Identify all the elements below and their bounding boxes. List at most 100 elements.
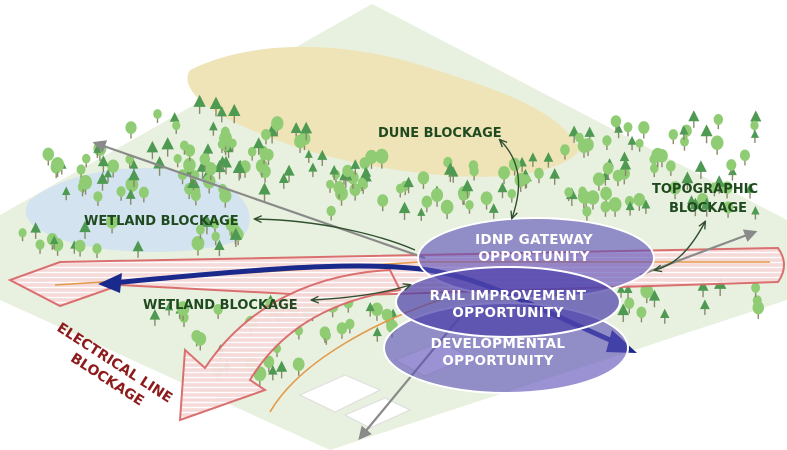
tree <box>173 154 182 164</box>
tree-trunk <box>107 176 109 183</box>
tree <box>179 140 189 151</box>
tree <box>164 301 174 311</box>
tree-trunk <box>376 312 378 321</box>
tree <box>18 228 27 238</box>
tree-trunk <box>525 181 528 189</box>
tree-trunk <box>573 135 575 143</box>
tree <box>345 318 355 330</box>
tree <box>560 144 570 156</box>
tree <box>219 188 232 203</box>
tree <box>149 309 161 320</box>
tree-trunk <box>382 203 384 212</box>
tree-trunk <box>265 137 267 145</box>
tree <box>202 143 214 154</box>
tree <box>176 301 190 316</box>
tree <box>200 214 214 227</box>
tree <box>640 283 654 299</box>
tree-trunk <box>617 131 620 139</box>
tree-trunk <box>586 214 588 221</box>
tree-trunk <box>624 168 627 176</box>
tree-trunk <box>168 309 170 316</box>
tree-trunk <box>338 191 340 199</box>
tree-trunk <box>754 290 757 297</box>
tree <box>700 197 713 210</box>
tree-trunk <box>449 173 452 183</box>
tree <box>42 147 55 161</box>
tree-trunk <box>55 170 57 179</box>
rail-improvement-line1: RAIL IMPROVEMENT <box>430 288 587 304</box>
tree-trunk <box>343 178 345 185</box>
tree-trunk <box>308 156 310 163</box>
tree-trunk <box>349 326 351 334</box>
tree-trunk <box>215 108 217 117</box>
tree-trunk <box>175 127 177 134</box>
tree-trunk <box>303 142 306 151</box>
tree-trunk <box>473 173 475 181</box>
tree-trunk <box>705 135 708 144</box>
tree <box>292 357 305 372</box>
tree <box>193 94 206 107</box>
tree <box>372 326 382 337</box>
tree-trunk <box>754 213 757 220</box>
tree-trunk <box>81 189 84 197</box>
tree-trunk <box>329 186 331 193</box>
tree <box>258 182 271 195</box>
tree <box>602 162 614 175</box>
tree-trunk <box>627 129 629 137</box>
tree-trunk <box>466 190 469 199</box>
tree <box>116 186 126 197</box>
tree <box>187 175 200 188</box>
tree-trunk <box>446 210 448 220</box>
tree-trunk <box>547 160 550 168</box>
tree-trunk <box>369 310 371 317</box>
tree-trunk <box>268 365 270 373</box>
tree <box>308 162 318 172</box>
tree <box>350 159 361 169</box>
tree <box>398 201 411 214</box>
tree <box>700 299 710 310</box>
tree-trunk <box>215 238 217 246</box>
tree-trunk <box>341 331 343 339</box>
tree <box>480 191 493 205</box>
tree-trunk <box>197 247 199 256</box>
tree-trunk <box>143 195 145 203</box>
tree-trunk <box>214 226 216 233</box>
tree <box>627 135 637 145</box>
tree <box>214 239 225 251</box>
tree-trunk <box>85 161 87 168</box>
tree-trunk <box>156 116 159 123</box>
tree-trunk <box>731 174 734 181</box>
tree-trunk <box>674 191 676 200</box>
tree <box>103 169 113 178</box>
developmental-line1: DEVELOPMENTAL <box>431 336 566 352</box>
tree <box>217 139 227 150</box>
tree-trunk <box>607 171 609 179</box>
tree-trunk <box>238 172 240 181</box>
tree-trunk <box>239 170 242 179</box>
tree-trunk <box>653 299 656 308</box>
tree-trunk <box>56 168 59 177</box>
tree-trunk <box>271 135 273 144</box>
tree <box>326 179 335 189</box>
tree-trunk <box>221 146 223 153</box>
tree-trunk <box>683 144 686 151</box>
tree-trunk <box>96 251 98 259</box>
tree-trunk <box>670 168 672 176</box>
tree-trunk <box>604 209 607 217</box>
tree-trunk <box>702 289 704 298</box>
tree-trunk <box>251 154 253 161</box>
tree <box>190 189 201 202</box>
tree <box>669 181 681 195</box>
tree <box>329 164 339 175</box>
tree-trunk <box>195 198 197 206</box>
tree-trunk <box>638 145 641 152</box>
tree-trunk <box>592 201 594 210</box>
tree <box>600 186 612 201</box>
dune-blockage-label: DUNE BLOCKAGE <box>378 126 502 141</box>
tree-trunk <box>99 152 101 161</box>
tree-trunk <box>345 179 347 188</box>
tree-trunk <box>84 186 87 195</box>
tree-trunk <box>189 175 192 184</box>
tree <box>276 360 288 372</box>
tree-trunk <box>426 204 428 213</box>
